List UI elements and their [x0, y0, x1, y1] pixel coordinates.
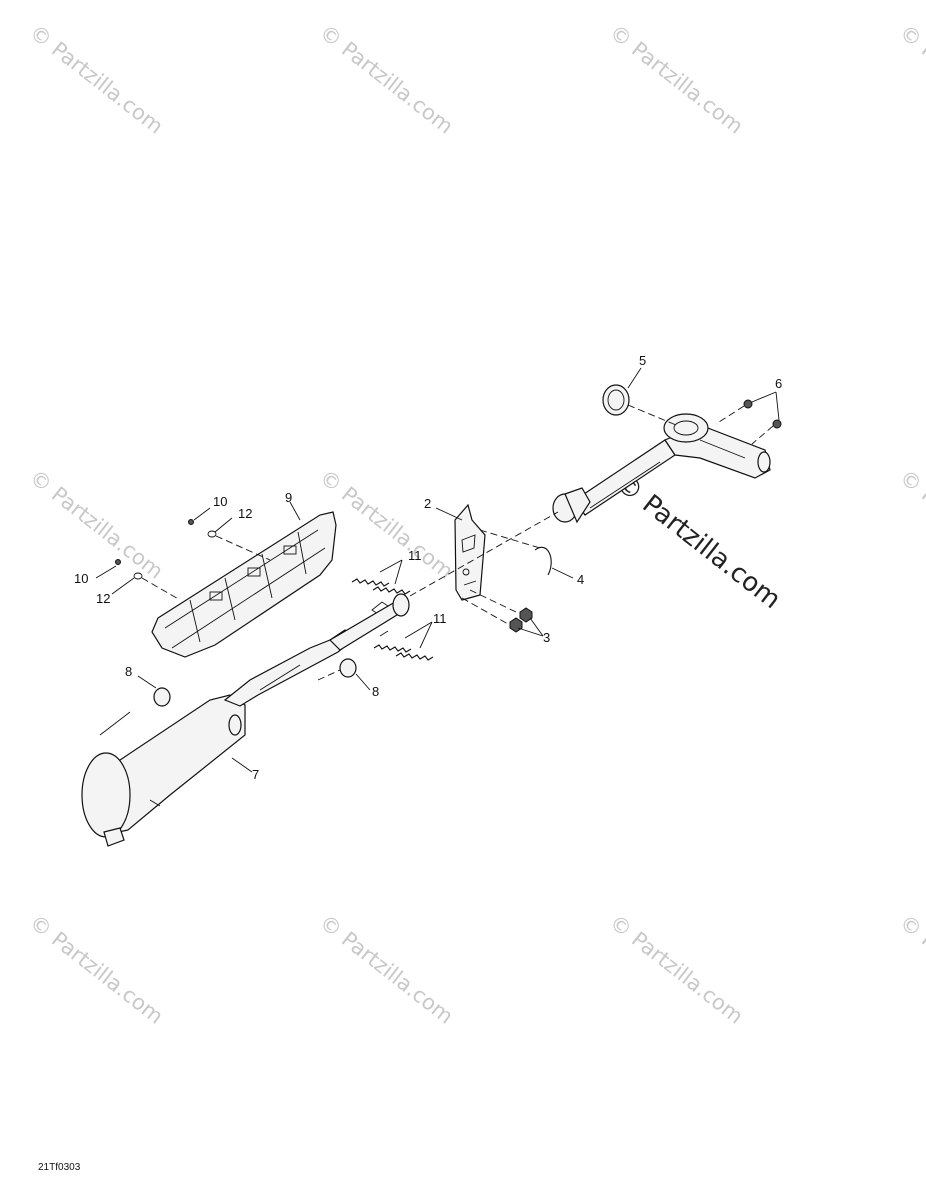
callout-5: 5	[639, 353, 646, 368]
callout-2: 2	[424, 496, 431, 511]
callout-11b: 11	[433, 611, 447, 626]
bracket-bolts	[509, 607, 533, 633]
flange-nuts	[743, 399, 782, 429]
springs	[351, 578, 434, 661]
muffler	[81, 593, 410, 847]
exhaust-pipe	[574, 413, 771, 516]
heat-shield	[151, 511, 337, 658]
callout-4: 4	[577, 572, 584, 587]
callout-8b: 8	[372, 684, 379, 699]
callout-12a: 12	[238, 506, 252, 521]
callout-7: 7	[252, 767, 259, 782]
callout-10a: 10	[213, 494, 227, 509]
exhaust-gasket-ring	[602, 384, 630, 416]
pipe-sleeve	[552, 487, 591, 524]
muffler-bracket	[454, 503, 486, 601]
callout-9: 9	[285, 490, 292, 505]
callout-3: 3	[543, 630, 550, 645]
grommets	[153, 658, 357, 707]
callout-12b: 12	[96, 591, 110, 606]
callout-6: 6	[775, 376, 782, 391]
callout-8a: 8	[125, 664, 132, 679]
callout-11a: 11	[408, 548, 422, 563]
callout-10b: 10	[74, 571, 88, 586]
diagram-code: 21Tf0303	[38, 1162, 81, 1173]
